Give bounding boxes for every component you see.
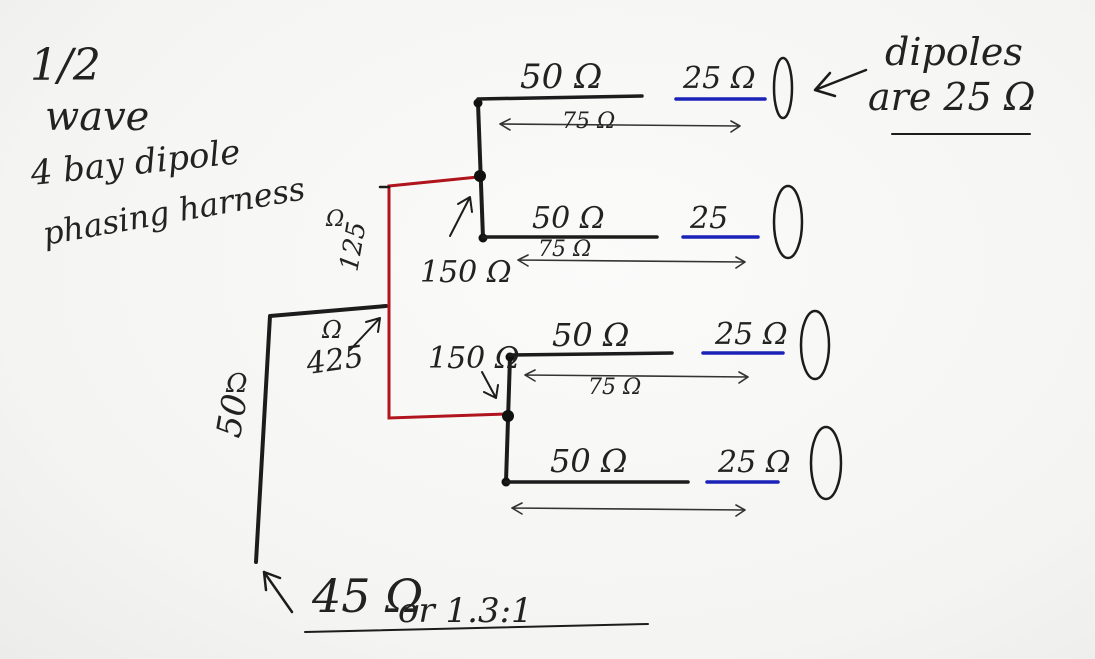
red-matching-sections xyxy=(378,175,508,420)
bay-1-dipole xyxy=(772,56,794,120)
lower-node-label: 150 Ω xyxy=(428,341,520,376)
upper-node-arrow xyxy=(449,196,473,237)
lower-node-arrow xyxy=(481,371,499,399)
main-feed: Ω 50 xyxy=(209,304,388,564)
trunk-value: 425 xyxy=(303,339,366,382)
upper-pair: 150 Ω xyxy=(420,98,512,290)
bay-2-line-label: 50 Ω xyxy=(532,201,605,236)
bay-1: 50 Ω 25 Ω 75 Ω xyxy=(476,56,794,134)
bay-3-line-label: 50 Ω xyxy=(552,316,629,354)
lower-node-mid xyxy=(502,410,514,422)
bay-4-span-arrow xyxy=(511,502,746,517)
trunk-label: Ω 425 xyxy=(303,316,381,382)
bay-1-dipole-label: 25 Ω xyxy=(682,61,756,96)
upper-match-label: Ω 125 xyxy=(325,207,373,274)
upper-node-mid xyxy=(474,170,486,182)
title-line-2: wave xyxy=(45,94,149,140)
bay-1-line xyxy=(476,94,644,101)
main-feed-ohm: Ω xyxy=(225,369,248,399)
main-feed-value: 50 xyxy=(209,391,256,441)
input-impedance: 45 Ω xyxy=(311,569,423,623)
bay-2-span-label: 75 Ω xyxy=(538,237,591,262)
trunk-ohm: Ω xyxy=(321,316,342,344)
bay-4: 50 Ω 25 Ω xyxy=(504,425,843,517)
lower-pair: 150 Ω xyxy=(428,341,520,487)
bay-3: 50 Ω 25 Ω 75 Ω xyxy=(508,309,831,400)
bay-2: 50 Ω 25 75 Ω xyxy=(481,184,804,269)
bay-1-span-arrow xyxy=(499,118,741,133)
title-line-1: 1/2 xyxy=(30,40,101,91)
note-line-2: are 25 Ω xyxy=(868,75,1035,119)
trunk-arrow xyxy=(349,317,381,351)
input-arrow xyxy=(262,570,294,614)
bay-4-line-label: 50 Ω xyxy=(550,442,627,480)
red-matching-line xyxy=(387,175,508,420)
bay-2-dipole xyxy=(772,184,804,260)
input-ratio: or 1.3:1 xyxy=(398,591,533,631)
main-feed-line xyxy=(254,304,388,564)
bay-3-line xyxy=(508,351,674,357)
note-arrow xyxy=(813,68,868,98)
title-block: 1/2 wave 4 bay dipole phasing harness xyxy=(28,40,308,253)
input-underline xyxy=(304,623,649,633)
bay-4-dipole xyxy=(809,425,843,501)
bay-1-span-label: 75 Ω xyxy=(562,109,615,134)
bay-3-dipole xyxy=(799,309,831,381)
upper-node-top xyxy=(473,98,483,108)
upper-match-ohm: Ω xyxy=(325,207,344,232)
bay-2-dipole-label: 25 xyxy=(689,201,728,236)
bay-3-span-label: 75 Ω xyxy=(588,375,641,400)
dipole-note: dipoles are 25 Ω xyxy=(813,30,1035,135)
bay-3-span-arrow xyxy=(524,369,749,384)
bay-3-dipole-label: 25 Ω xyxy=(714,317,788,352)
input-note: 45 Ω or 1.3:1 xyxy=(262,569,649,633)
bay-2-span-arrow xyxy=(517,254,746,269)
bay-1-line-label: 50 Ω xyxy=(520,57,602,97)
bay-4-dipole-label: 25 Ω xyxy=(717,445,791,480)
note-line-1: dipoles xyxy=(885,30,1023,74)
upper-node-label: 150 Ω xyxy=(420,255,512,290)
